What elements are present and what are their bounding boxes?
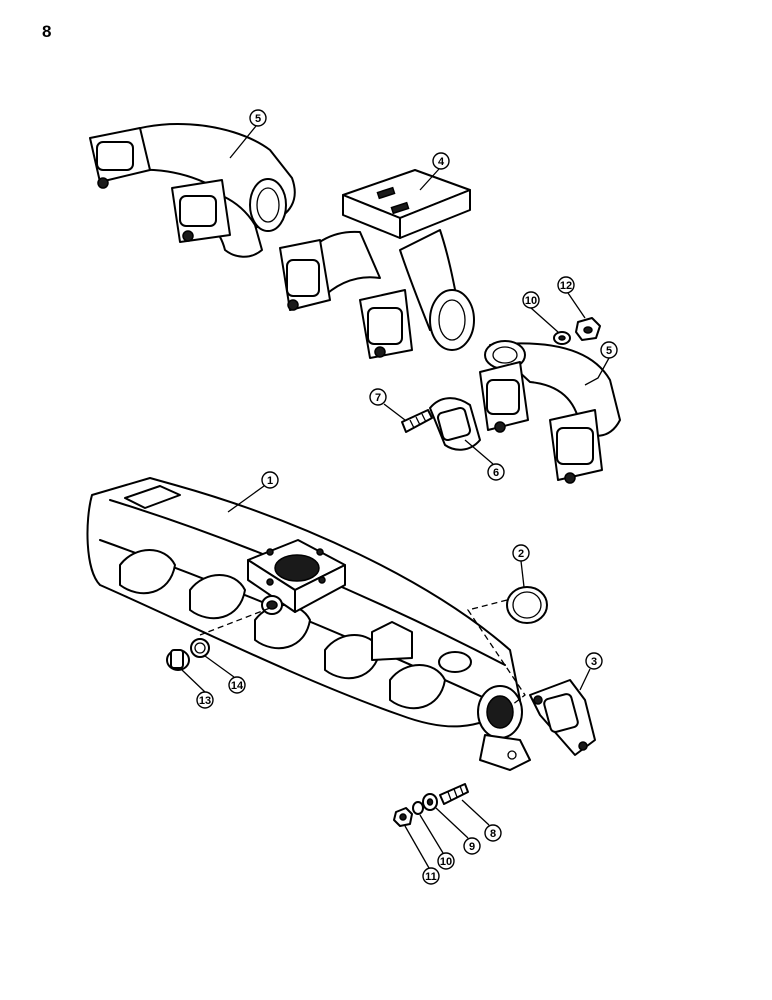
callout-6: 6 <box>487 463 505 481</box>
page-number: 8 <box>42 22 52 41</box>
svg-text:5: 5 <box>255 113 261 125</box>
svg-text:12: 12 <box>560 280 572 292</box>
callout-11: 11 <box>422 867 440 885</box>
callout-7: 7 <box>369 388 387 406</box>
svg-text:9: 9 <box>469 841 475 853</box>
callout-2: 2 <box>512 544 530 562</box>
assembly-dashed-line <box>466 599 526 706</box>
callout-10b: 10 <box>437 852 455 870</box>
svg-text:3: 3 <box>591 656 597 668</box>
callout-8: 8 <box>484 824 502 842</box>
callout-3: 3 <box>585 652 603 670</box>
lower-stud <box>439 783 469 805</box>
svg-text:10: 10 <box>525 295 537 307</box>
callout-12: 12 <box>557 276 575 294</box>
svg-text:8: 8 <box>490 828 496 840</box>
callout-4: 4 <box>432 152 450 170</box>
svg-text:5: 5 <box>606 345 612 357</box>
exhaust-elbow-upper <box>89 122 296 258</box>
svg-text:4: 4 <box>438 156 445 168</box>
sealing-ring <box>506 586 548 624</box>
gasket <box>429 397 481 451</box>
svg-text:11: 11 <box>425 871 437 883</box>
svg-text:7: 7 <box>375 392 381 404</box>
svg-text:6: 6 <box>493 467 499 479</box>
flat-washer <box>422 793 438 811</box>
leader-lines <box>181 125 610 869</box>
callout-5a: 5 <box>249 109 267 127</box>
callout-9: 9 <box>463 837 481 855</box>
callout-1: 1 <box>261 471 279 489</box>
callout-13: 13 <box>196 691 214 709</box>
callout-5b: 5 <box>600 341 618 359</box>
plug-washer <box>190 638 210 658</box>
pipe-plug <box>166 649 190 671</box>
exhaust-elbow-lower <box>479 340 621 484</box>
exhaust-y-manifold <box>279 169 475 359</box>
lower-hex-nut <box>393 807 413 827</box>
plug-dashed-line <box>199 607 271 636</box>
callout-10: 10 <box>522 291 540 309</box>
lower-lock-washer <box>412 801 424 815</box>
exhaust-manifold <box>86 477 531 771</box>
svg-text:1: 1 <box>267 475 273 487</box>
outlet-gasket <box>529 679 596 756</box>
svg-text:10: 10 <box>440 856 452 868</box>
callout-14: 14 <box>228 676 246 694</box>
svg-text:13: 13 <box>199 695 211 707</box>
hex-nut <box>575 317 601 341</box>
svg-text:2: 2 <box>518 548 524 560</box>
lock-washer <box>553 331 571 345</box>
stud <box>401 409 433 433</box>
svg-text:14: 14 <box>231 680 244 692</box>
